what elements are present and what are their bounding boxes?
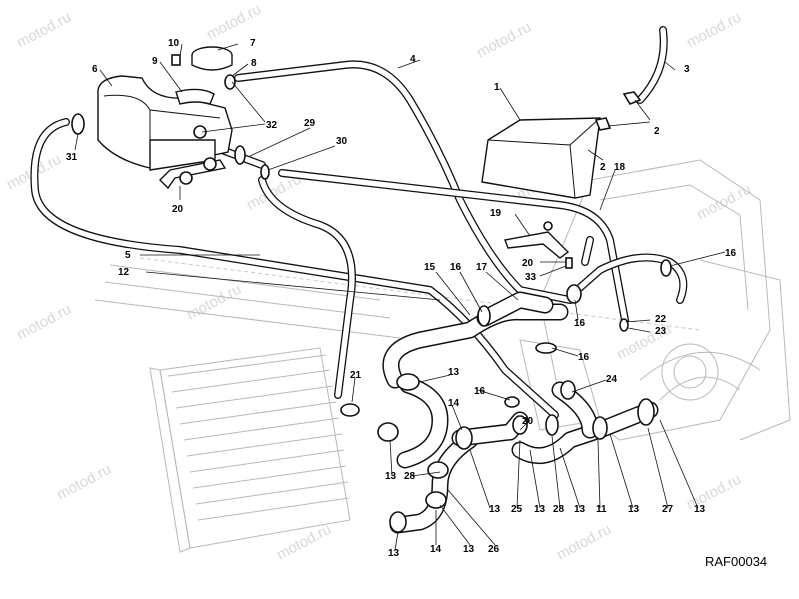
callout-16: 16 [725, 248, 737, 259]
callout-3: 3 [684, 64, 690, 75]
component-1-box [481, 117, 601, 199]
callout-13: 13 [574, 504, 586, 515]
callout-10: 10 [168, 38, 180, 49]
watermark-text: motod.ru [54, 461, 114, 504]
watermark-text: motod.ru [554, 521, 614, 564]
callout-11: 11 [596, 504, 607, 515]
watermark-text: motod.ru [684, 471, 744, 514]
callout-7: 7 [250, 38, 256, 49]
callout-13: 13 [463, 544, 475, 555]
callout-15: 15 [424, 262, 436, 273]
callout-22: 22 [655, 314, 667, 325]
bracket-19 [504, 221, 573, 269]
engine-outline [519, 159, 791, 441]
callout-labels: 10 7 9 8 6 32 31 20 29 30 4 1 3 2 2 18 1… [66, 38, 737, 559]
expansion-tank [97, 75, 233, 171]
watermark-text: motod.ru [14, 9, 74, 52]
watermark-text: motod.ru [694, 181, 754, 224]
watermark-text: motod.ru [684, 9, 744, 52]
watermark-text: motod.ru [14, 301, 74, 344]
callout-14: 14 [448, 398, 460, 409]
tank-fittings [171, 54, 236, 139]
callout-12: 12 [118, 267, 130, 278]
hose-clamps [71, 113, 672, 533]
callout-19: 19 [490, 208, 502, 219]
coolant-pipe-left-bend [396, 376, 449, 469]
callout-31: 31 [66, 152, 78, 163]
coolant-pipe-upper [382, 291, 569, 389]
tank-cap [191, 46, 233, 71]
callout-20: 20 [522, 416, 534, 427]
callout-8: 8 [251, 58, 257, 69]
callout-13: 13 [534, 504, 546, 515]
frame-outline [94, 257, 701, 339]
callout-30: 30 [336, 136, 348, 147]
callout-26: 26 [488, 544, 500, 555]
hose-3-vent [636, 26, 668, 104]
callout-25: 25 [511, 504, 523, 515]
callout-13: 13 [385, 471, 397, 482]
callout-16: 16 [574, 318, 586, 329]
callout-13: 13 [388, 548, 400, 559]
callout-27: 27 [662, 504, 674, 515]
callout-14: 14 [430, 544, 442, 555]
callout-23: 23 [655, 326, 667, 337]
callout-32: 32 [266, 120, 278, 131]
callout-13: 13 [694, 504, 706, 515]
hose-4-overflow [234, 60, 574, 304]
background-context [94, 159, 791, 553]
leader-lines [74, 43, 726, 551]
callout-20: 20 [522, 258, 534, 269]
callout-29: 29 [304, 118, 316, 129]
callout-20: 20 [172, 204, 184, 215]
coolant-pipe-lower-left [389, 431, 479, 534]
callout-9: 9 [152, 56, 158, 67]
watermark-text: motod.ru [474, 19, 534, 62]
fitting-2 [594, 91, 642, 131]
callout-17: 17 [476, 262, 488, 273]
radiator-outline [149, 347, 351, 553]
callout-18: 18 [614, 162, 626, 173]
callout-16: 16 [578, 352, 590, 363]
callout-2: 2 [600, 162, 606, 173]
callout-24: 24 [606, 374, 618, 385]
watermark-text: motod.ru [274, 521, 334, 564]
tank-bracket [159, 157, 227, 190]
callout-33: 33 [525, 272, 537, 283]
callout-1: 1 [494, 82, 500, 93]
callout-16: 16 [474, 386, 486, 397]
callout-13: 13 [628, 504, 640, 515]
callout-28: 28 [553, 504, 565, 515]
callout-2: 2 [654, 126, 660, 137]
callout-5: 5 [125, 250, 131, 261]
callout-28: 28 [404, 471, 416, 482]
callout-4: 4 [410, 54, 416, 65]
callout-13: 13 [448, 367, 460, 378]
callout-6: 6 [92, 64, 98, 75]
hose-12-drain [258, 176, 356, 399]
drawing-code: RAF00034 [705, 554, 767, 569]
callout-21: 21 [350, 370, 362, 381]
callout-13: 13 [489, 504, 501, 515]
callout-16: 16 [450, 262, 462, 273]
